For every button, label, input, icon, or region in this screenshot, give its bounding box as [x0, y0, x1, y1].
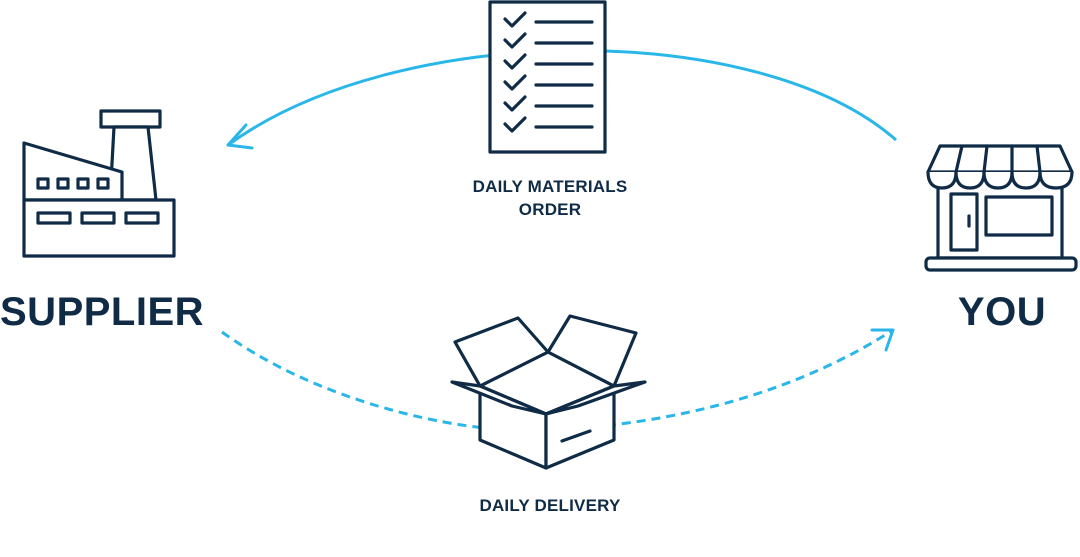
you-label: YOU — [957, 290, 1047, 334]
checklist-icon — [488, 0, 607, 154]
delivery-flow-arrow — [221, 328, 895, 433]
daily-materials-order-label: DAILY MATERIALS ORDER — [440, 175, 660, 221]
supplier-label: SUPPLIER — [0, 290, 205, 334]
storefront-icon — [924, 144, 1078, 272]
order-label-line-2: ORDER — [518, 200, 582, 219]
factory-icon — [22, 109, 176, 258]
open-box-icon — [450, 314, 647, 470]
daily-delivery-label: DAILY DELIVERY — [479, 496, 621, 515]
order-label-line-1: DAILY MATERIALS — [472, 177, 628, 196]
